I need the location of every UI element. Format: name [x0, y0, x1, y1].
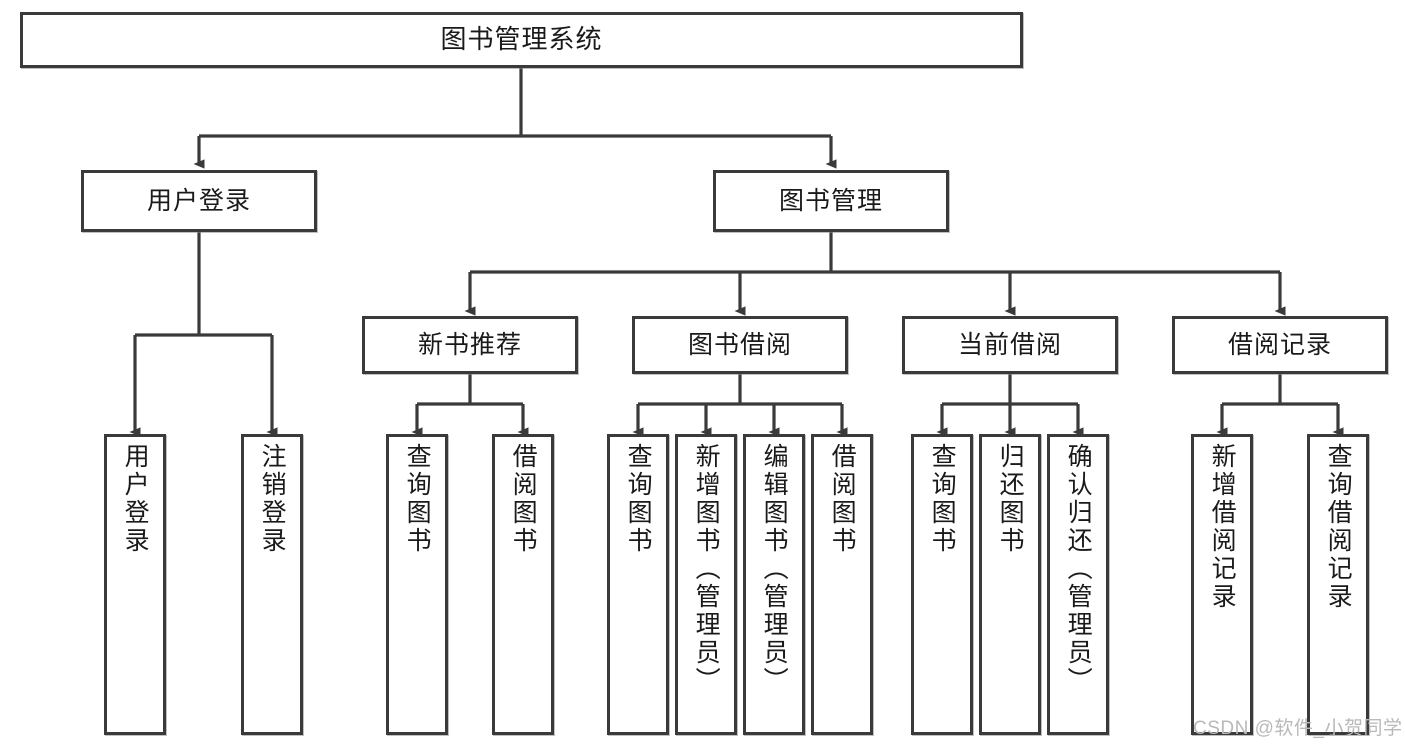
node-current-borrow[interactable]: 当前借阅	[902, 316, 1118, 374]
node-borrow-record[interactable]: 借阅记录	[1172, 316, 1388, 374]
leaf-borrow-record-query[interactable]: 查询借阅记录	[1307, 434, 1369, 735]
leaf-current-borrow-confirm-label: 确认归还（管理员）	[1064, 443, 1093, 695]
leaf-current-borrow-query-label: 查询图书	[928, 443, 957, 555]
leaf-new-book-borrow-label: 借阅图书	[509, 443, 538, 555]
leaf-current-borrow-confirm[interactable]: 确认归还（管理员）	[1047, 434, 1109, 735]
leaf-current-borrow-return[interactable]: 归还图书	[979, 434, 1041, 735]
leaf-book-borrow-add[interactable]: 新增图书（管理员）	[675, 434, 737, 735]
leaf-book-borrow-query[interactable]: 查询图书	[607, 434, 669, 735]
node-root-label: 图书管理系统	[440, 24, 603, 55]
leaf-current-borrow-return-label: 归还图书	[996, 443, 1025, 555]
leaf-new-book-query[interactable]: 查询图书	[386, 434, 448, 735]
leaf-new-book-query-label: 查询图书	[403, 443, 432, 555]
node-book-borrow[interactable]: 图书借阅	[632, 316, 848, 374]
node-book-management[interactable]: 图书管理	[713, 170, 949, 232]
node-new-book-recommend[interactable]: 新书推荐	[362, 316, 578, 374]
node-borrow-record-label: 借阅记录	[1227, 330, 1332, 359]
leaf-user-login-logout[interactable]: 注销登录	[241, 434, 303, 735]
leaf-book-borrow-borrow-label: 借阅图书	[828, 443, 857, 555]
leaf-borrow-record-add-label: 新增借阅记录	[1208, 443, 1237, 611]
leaf-borrow-record-query-label: 查询借阅记录	[1324, 443, 1353, 611]
leaf-new-book-borrow[interactable]: 借阅图书	[492, 434, 554, 735]
leaf-book-borrow-edit[interactable]: 编辑图书（管理员）	[743, 434, 805, 735]
leaf-user-login-login-label: 用户登录	[121, 443, 150, 555]
node-book-management-label: 图书管理	[778, 186, 883, 215]
leaf-user-login-logout-label: 注销登录	[258, 443, 287, 555]
node-current-borrow-label: 当前借阅	[957, 330, 1062, 359]
node-book-borrow-label: 图书借阅	[687, 330, 792, 359]
node-new-book-recommend-label: 新书推荐	[417, 330, 522, 359]
node-user-login[interactable]: 用户登录	[81, 170, 317, 232]
leaf-borrow-record-add[interactable]: 新增借阅记录	[1191, 434, 1253, 735]
leaf-book-borrow-borrow[interactable]: 借阅图书	[811, 434, 873, 735]
node-user-login-label: 用户登录	[146, 186, 251, 215]
node-root[interactable]: 图书管理系统	[20, 12, 1023, 68]
leaf-book-borrow-edit-label: 编辑图书（管理员）	[760, 443, 789, 695]
leaf-user-login-login[interactable]: 用户登录	[104, 434, 166, 735]
leaf-current-borrow-query[interactable]: 查询图书	[911, 434, 973, 735]
watermark-csdn: CSDN @软件_小贺同学	[1193, 718, 1403, 739]
leaf-book-borrow-query-label: 查询图书	[624, 443, 653, 555]
leaf-book-borrow-add-label: 新增图书（管理员）	[692, 443, 721, 695]
